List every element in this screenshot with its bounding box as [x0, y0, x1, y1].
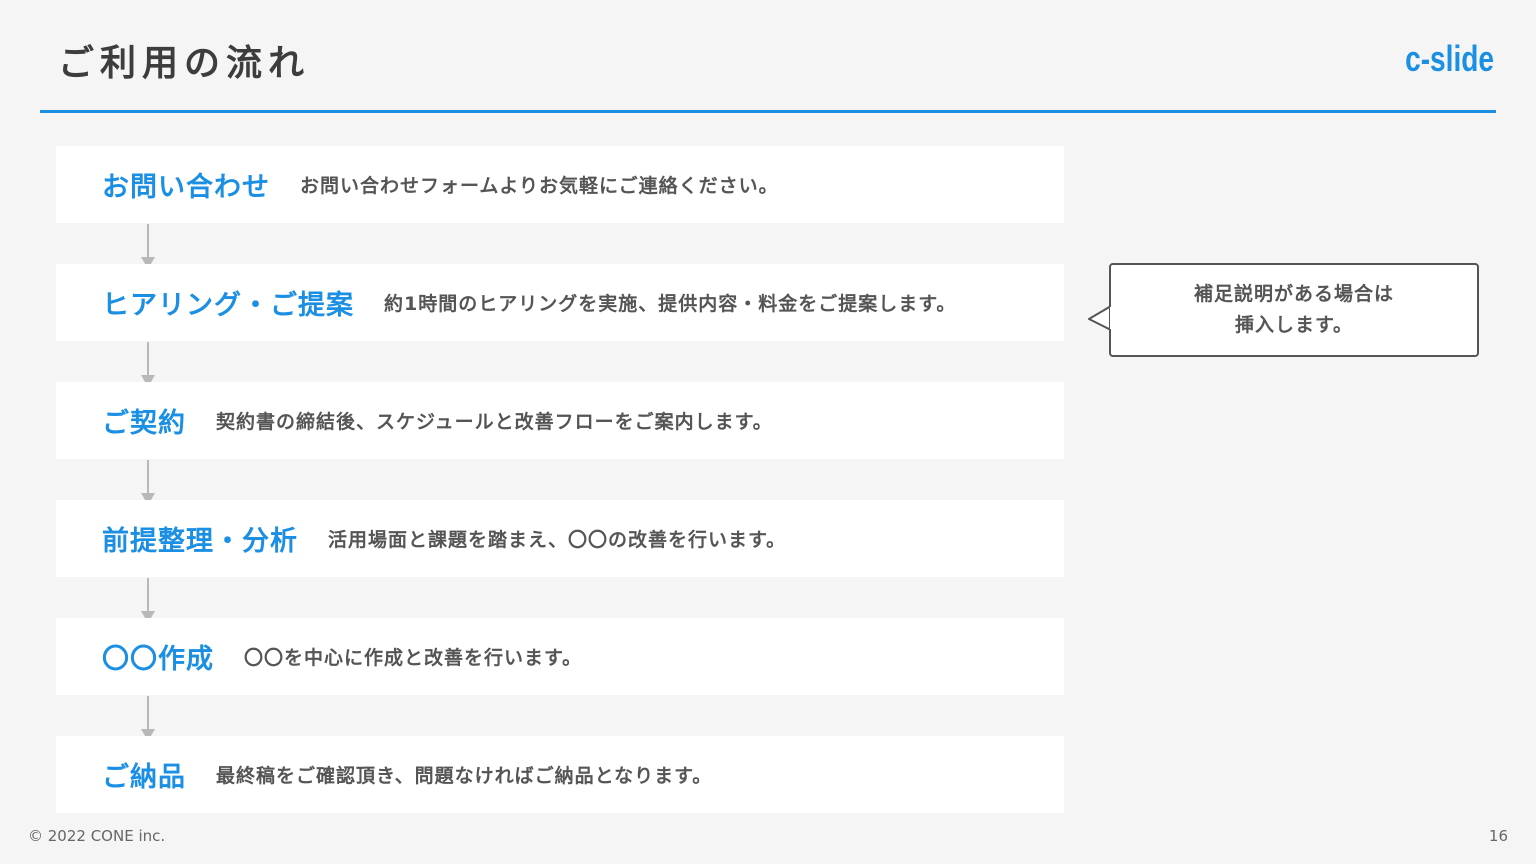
step-title: ご契約	[102, 408, 186, 439]
step-creation: 〇〇作成 〇〇を中心に作成と改善を行います。	[56, 618, 1064, 741]
footer-copyright: © 2022 CONE inc.	[28, 827, 166, 845]
page-number: 16	[1488, 827, 1508, 845]
page-title: ご利用の流れ	[58, 43, 311, 84]
step-description: 活用場面と課題を踏まえ、〇〇の改善を行います。	[328, 529, 787, 551]
step-title: お問い合わせ	[102, 172, 270, 203]
step-title: 〇〇作成	[102, 644, 214, 675]
flow-steps: お問い合わせ お問い合わせフォームよりお気軽にご連絡ください。 ヒアリング・ご提…	[56, 146, 1064, 813]
brand-logo: c-slide	[1405, 38, 1494, 79]
step-description: お問い合わせフォームよりお気軽にご連絡ください。	[300, 175, 779, 197]
step-delivery: ご納品 最終稿をご確認頂き、問題なければご納品となります。	[56, 736, 1064, 813]
step-title: ご納品	[102, 762, 186, 793]
step-description: 約1時間のヒアリングを実施、提供内容・料金をご提案します。	[384, 293, 957, 315]
step-contract: ご契約 契約書の締結後、スケジュールと改善フローをご案内します。	[56, 382, 1064, 505]
step-analysis: 前提整理・分析 活用場面と課題を踏まえ、〇〇の改善を行います。	[56, 500, 1064, 623]
callout-pointer-mask	[1110, 307, 1113, 329]
step-title: 前提整理・分析	[102, 526, 298, 557]
step-title: ヒアリング・ご提案	[102, 290, 354, 321]
header-divider	[40, 110, 1496, 113]
step-description: 最終稿をご確認頂き、問題なければご納品となります。	[216, 765, 713, 787]
step-description: 〇〇を中心に作成と改善を行います。	[244, 647, 583, 669]
callout-box: 補足説明がある場合は 挿入します。	[1109, 263, 1479, 357]
step-hearing-proposal: ヒアリング・ご提案 約1時間のヒアリングを実施、提供内容・料金をご提案します。	[56, 264, 1064, 387]
callout-line: 挿入します。	[1234, 314, 1354, 336]
step-inquiry: お問い合わせ お問い合わせフォームよりお気軽にご連絡ください。	[56, 146, 1064, 269]
step-description: 契約書の締結後、スケジュールと改善フローをご案内します。	[216, 411, 773, 433]
callout-line: 補足説明がある場合は	[1193, 283, 1394, 305]
